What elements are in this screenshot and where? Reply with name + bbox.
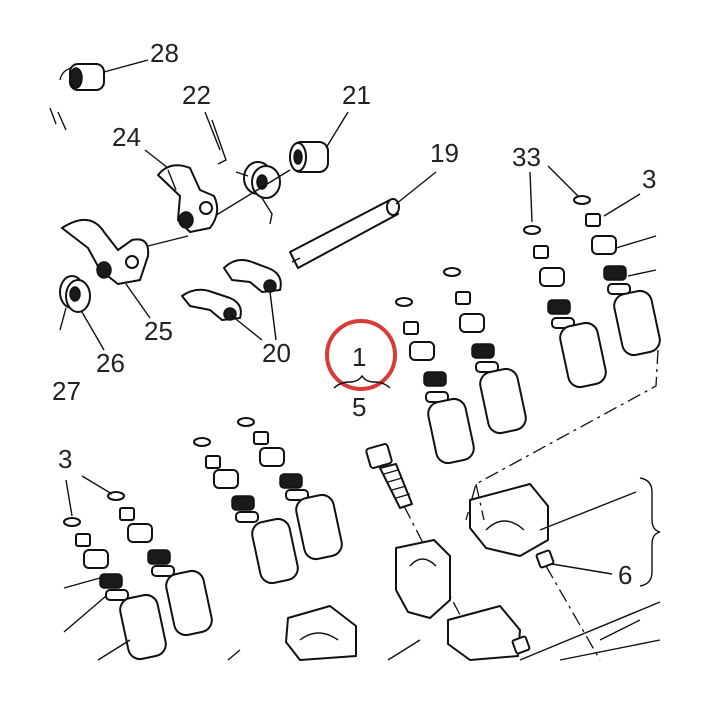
valve-stack-lower-1 [193,437,299,585]
leader-3-lower-left-d [63,595,107,633]
centerline-right [545,565,601,661]
valve-stack-upper-2 [443,267,527,435]
callout-24: 24 [112,122,141,152]
valve-stack-upper-3 [523,225,607,389]
callout-3-lower-left: 3 [58,444,72,474]
callout-5: 5 [352,392,366,422]
callout-28: 28 [150,38,179,68]
callout-3-top-right: 3 [642,164,656,194]
leader-19 [395,171,437,205]
callout-21: 21 [342,80,371,110]
cylinder-head-assembly [227,483,661,661]
leader-20a [231,315,263,341]
leader-3-top-right [603,193,641,217]
leader-24 [144,149,169,169]
leader-3-lower-left-b [81,475,113,495]
valve-stack-upper-4 [573,195,661,357]
valve-stack-upper-1 [395,297,475,465]
callout-20: 20 [262,338,291,368]
valve-stack-left-1 [63,517,167,661]
brace-6 [639,477,661,587]
leader-22 [204,111,221,151]
leader-6b [539,491,637,531]
valve-stack-lower-2 [237,417,343,561]
part-22-spring [211,119,281,225]
leader-3-lower-left-e [97,639,131,661]
leader-3-extra-b [627,269,657,277]
callout-33: 33 [512,142,541,172]
callout-26: 26 [96,348,125,378]
leader-21 [325,111,349,149]
part-21-bushing [289,141,329,173]
part-5-bolt [365,443,413,509]
part-24-rocker-arm [157,164,219,233]
highlight-circle [325,319,397,391]
callout-1: 1 [352,342,366,372]
leader-33b [547,165,579,197]
callout-19: 19 [430,138,459,168]
callout-22: 22 [182,80,211,110]
part-26-spring [59,275,91,331]
callout-6: 6 [618,560,632,590]
leader-3-lower-left-c [63,577,101,589]
leader-26 [81,311,105,351]
callout-25: 25 [144,316,173,346]
leader-33a [529,171,533,223]
leader-25 [125,283,151,319]
part-20-rocker-arm-upper [223,259,282,293]
leader-3-lower-left-a [65,479,73,517]
leader-3-extra-a [615,235,657,249]
leader-6a [551,563,613,575]
callout-27: 27 [52,376,81,406]
leader-20b [269,291,277,341]
part-25-rocker-arm [61,219,189,285]
brace-1 [333,374,391,389]
valve-stack-left-2 [107,491,213,637]
part-19-shaft [289,198,400,269]
part-20-rocker-arm-lower [181,288,242,321]
part-28-bushing [49,59,149,131]
dashed-outline-right [465,349,659,521]
